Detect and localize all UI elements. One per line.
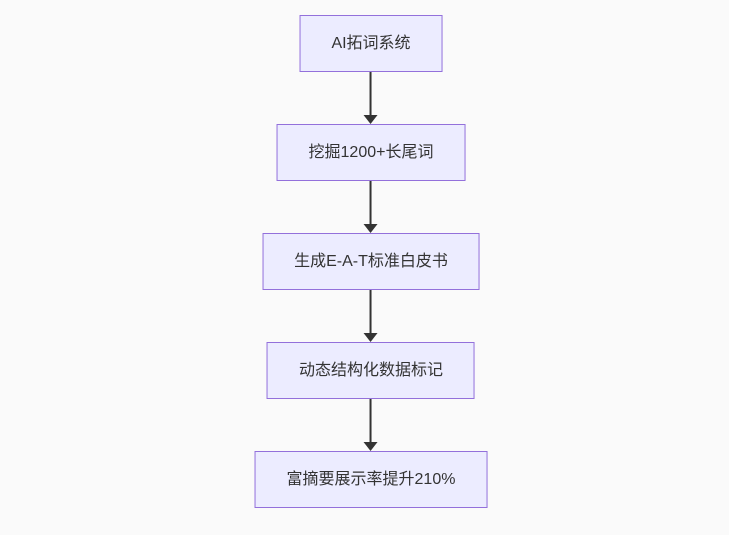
arrow-shaft [370,72,372,115]
flow-node-ai-word-system: AI拓词系统 [299,15,443,72]
arrowhead-icon [364,115,378,124]
flow-node-label: AI拓词系统 [331,34,411,52]
flow-node-label: 富摘要展示率提升210% [286,470,456,488]
flow-node-eat-whitepaper: 生成E-A-T标准白皮书 [262,233,480,290]
arrow-shaft [370,181,372,224]
arrowhead-icon [364,224,378,233]
flow-node-label: 挖掘1200+长尾词 [308,143,434,161]
arrowhead-icon [364,333,378,342]
flowchart: AI拓词系统 挖掘1200+长尾词 生成E-A-T标准白皮书 动态结构化数据标记 [254,15,488,508]
arrow-down-2 [364,181,378,233]
flow-node-label: 动态结构化数据标记 [298,361,443,379]
flow-node-rich-snippet-result: 富摘要展示率提升210% [254,451,488,508]
arrow-shaft [370,399,372,442]
arrow-down-4 [364,399,378,451]
flow-node-longtail-mining: 挖掘1200+长尾词 [276,124,466,181]
flow-node-label: 生成E-A-T标准白皮书 [294,252,448,270]
flow-node-structured-data: 动态结构化数据标记 [266,342,475,399]
arrow-down-1 [364,72,378,124]
arrowhead-icon [364,442,378,451]
arrow-shaft [370,290,372,333]
arrow-down-3 [364,290,378,342]
